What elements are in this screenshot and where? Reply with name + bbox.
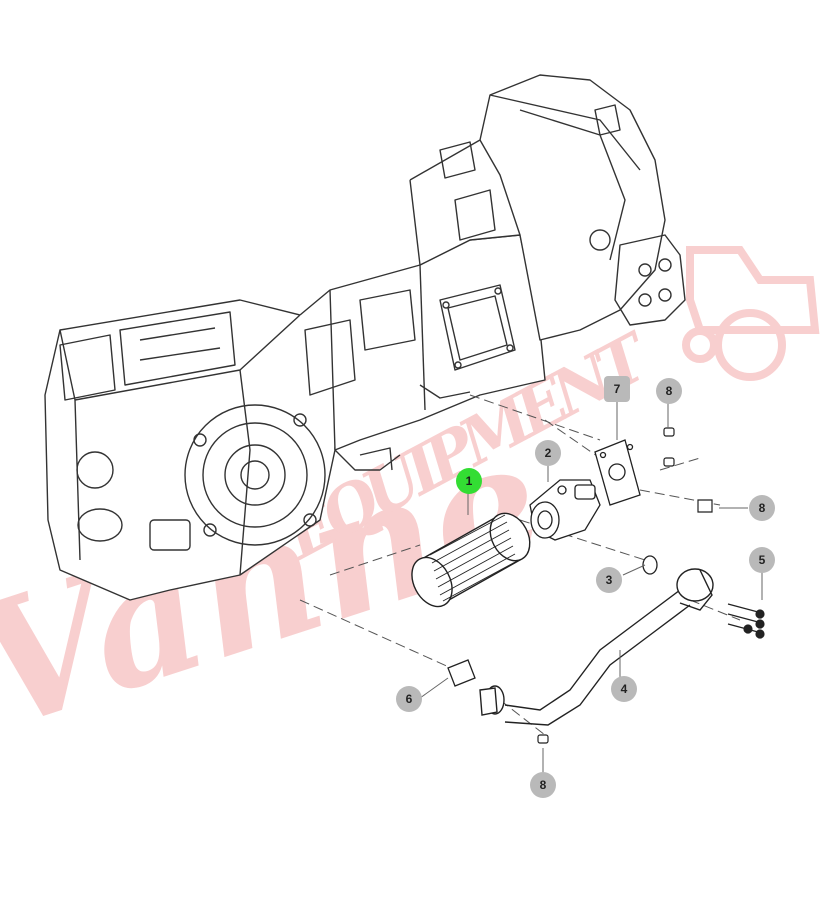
tractor-icon — [682, 246, 820, 381]
gasket-plate — [594, 439, 641, 506]
oil-filter — [411, 512, 531, 608]
filter-head — [529, 479, 601, 541]
callout-3[interactable]: 3 — [596, 567, 622, 593]
o-ring — [642, 555, 658, 575]
callout-6[interactable]: 6 — [396, 686, 422, 712]
callout-7[interactable]: 7 — [604, 376, 630, 402]
transmission-housing — [44, 74, 686, 601]
suction-pipe — [479, 568, 714, 726]
callout-4[interactable]: 4 — [611, 676, 637, 702]
flange-gasket — [447, 659, 476, 687]
callout-8-bottom[interactable]: 8 — [530, 772, 556, 798]
callout-1[interactable]: 1 — [456, 468, 482, 494]
callout-2[interactable]: 2 — [535, 440, 561, 466]
callout-5[interactable]: 5 — [749, 547, 775, 573]
callout-8-right[interactable]: 8 — [749, 495, 775, 521]
bolts — [727, 603, 765, 639]
callout-8-top[interactable]: 8 — [656, 378, 682, 404]
callout-leaders — [419, 402, 763, 775]
screws — [537, 427, 713, 744]
